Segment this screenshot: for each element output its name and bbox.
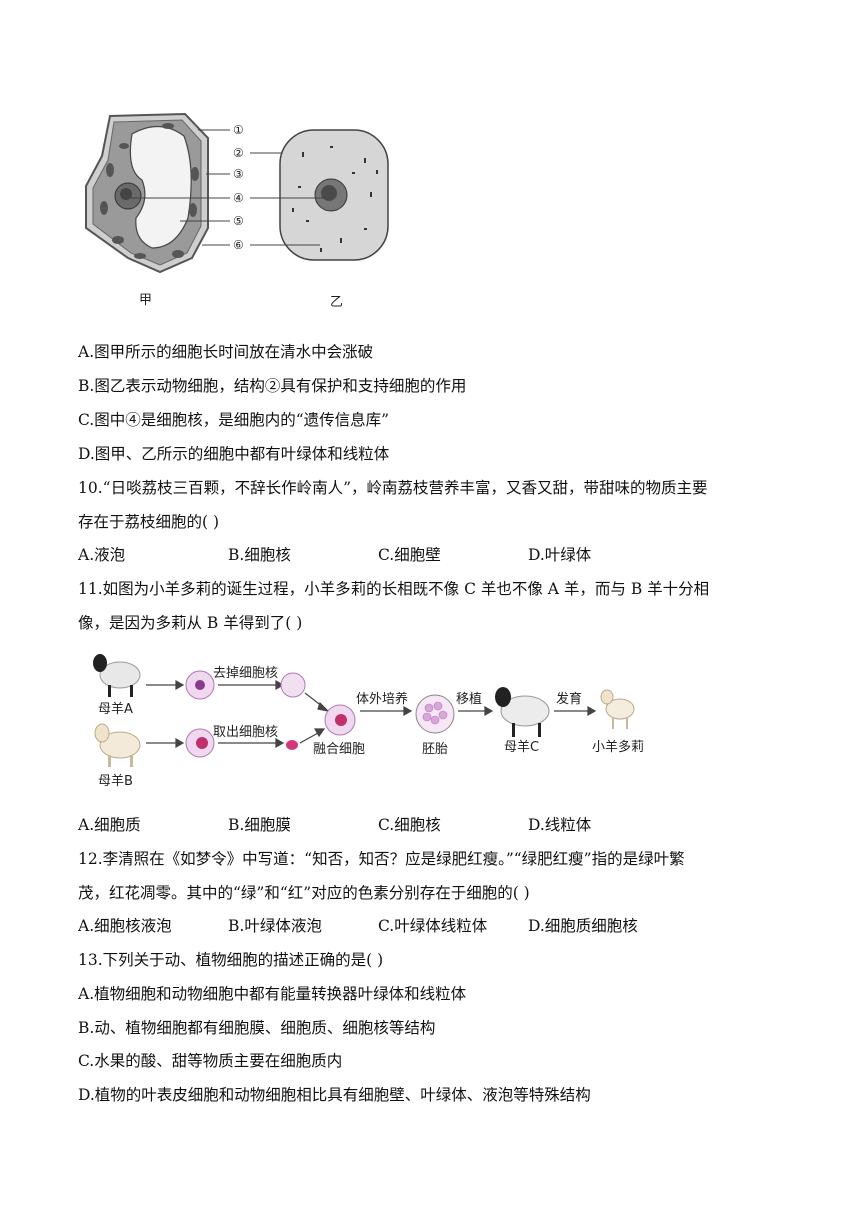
q13-option-c: C.水果的酸、甜等物质主要在细胞质内 — [78, 1052, 343, 1070]
donor-nucleus — [286, 740, 298, 750]
dolly-icon — [600, 689, 635, 729]
label-transplant: 移植 — [456, 692, 482, 707]
sheep-a-icon — [93, 654, 141, 697]
q11-option-d: D.线粒体 — [528, 816, 592, 834]
enucleated-egg — [280, 672, 306, 698]
q12-option-c: C.叶绿体线粒体 — [378, 917, 488, 935]
label-3: ③ — [233, 167, 244, 181]
caption-yi: 乙 — [330, 295, 343, 310]
caption-jia: 甲 — [139, 293, 152, 308]
sheep-c-icon — [495, 687, 550, 737]
q11-option-b: B.细胞膜 — [228, 816, 291, 834]
q9-option-a: A.图甲所示的细胞长时间放在清水中会涨破 — [78, 343, 374, 361]
sheep-b-icon — [94, 723, 141, 767]
q9-option-b: B.图乙表示动物细胞，结构②具有保护和支持细胞的作用 — [78, 377, 467, 395]
q13-option-b: B.动、植物细胞都有细胞膜、细胞质、细胞核等结构 — [78, 1019, 436, 1037]
q9-option-d: D.图甲、乙所示的细胞中都有叶绿体和线粒体 — [78, 445, 390, 463]
label-sheep-c: 母羊C — [504, 739, 539, 755]
label-fused-cell: 融合细胞 — [313, 742, 365, 757]
label-4: ④ — [233, 191, 244, 205]
q13-option-d: D.植物的叶表皮细胞和动物细胞相比具有细胞壁、叶绿体、液泡等特殊结构 — [78, 1086, 591, 1104]
q13-option-a: A.植物细胞和动物细胞中都有能量转换器叶绿体和线粒体 — [78, 985, 467, 1003]
label-6: ⑥ — [233, 238, 244, 252]
q10-option-d: D.叶绿体 — [528, 546, 592, 564]
plant-vacuole — [129, 125, 192, 249]
label-take-nucleus: 取出细胞核 — [213, 725, 278, 740]
label-embryo: 胚胎 — [422, 742, 448, 757]
label-5: ⑤ — [233, 214, 244, 228]
q9-option-c: C.图中④是细胞核，是细胞内的“遗传信息库” — [78, 411, 390, 429]
q12-option-b: B.叶绿体液泡 — [228, 917, 322, 935]
q12-option-a: A.细胞核液泡 — [78, 917, 172, 935]
label-culture: 体外培养 — [356, 691, 408, 707]
q10-stem-line1: 10.“日啖荔枝三百颗，不辞长作岭南人”，岭南荔枝营养丰富，又香又甜，带甜味的物… — [78, 479, 708, 497]
label-1: ① — [233, 123, 244, 137]
q10-option-c: C.细胞壁 — [378, 546, 441, 564]
label-dolly: 小羊多莉 — [592, 739, 644, 755]
cell-structure-figure: ① ② ③ ④ ⑤ ⑥ 甲 乙 — [85, 112, 389, 310]
label-sheep-b: 母羊B — [98, 773, 133, 789]
q10-stem-line2: 存在于荔枝细胞的( ) — [78, 513, 220, 531]
label-remove-nucleus: 去掉细胞核 — [213, 666, 278, 681]
q11-stem-line2: 像，是因为多莉从 B 羊得到了( ) — [78, 614, 303, 632]
q12-option-d: D.细胞质细胞核 — [528, 917, 638, 935]
animal-cytoplasm-dots — [292, 146, 378, 252]
q10-option-b: B.细胞核 — [228, 546, 291, 564]
label-sheep-a: 母羊A — [98, 701, 133, 717]
q13-stem: 13.下列关于动、植物细胞的描述正确的是( ) — [78, 951, 384, 969]
q11-option-c: C.细胞核 — [378, 816, 441, 834]
label-develop: 发育 — [556, 691, 582, 707]
q10-option-a: A.液泡 — [78, 546, 126, 564]
embryo — [415, 694, 455, 734]
label-2: ② — [233, 146, 244, 160]
q12-stem-line2: 茂，红花凋零。其中的“绿”和“红”对应的色素分别存在于细胞的( ) — [78, 884, 530, 902]
plant-chloroplasts — [100, 123, 199, 259]
dolly-cloning-figure: 母羊A 母羊B 去掉细胞核 取出细胞核 融合细胞 体外培养 — [93, 654, 644, 789]
q11-stem-line1: 11.如图为小羊多莉的诞生过程，小羊多莉的长相既不像 C 羊也不像 A 羊，而与… — [78, 580, 710, 598]
q12-stem-line1: 12.李清照在《如梦令》中写道：“知否，知否？应是绿肥红瘦。”“绿肥红瘦”指的是… — [78, 850, 685, 868]
q11-option-a: A.细胞质 — [78, 816, 141, 834]
